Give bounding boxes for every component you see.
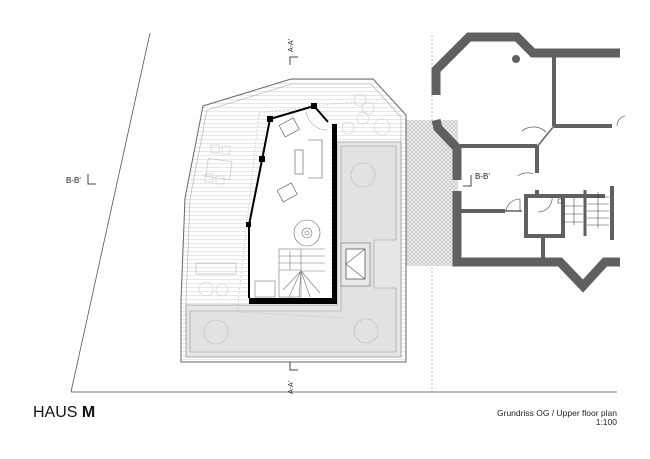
- section-label-bb-right: B-B': [475, 172, 490, 181]
- title-prefix: HAUS: [33, 404, 78, 421]
- existing-building: [431, 32, 620, 293]
- caption-description: Grundriss OG / Upper floor plan: [497, 408, 617, 418]
- caption-scale: 1:100: [595, 417, 617, 427]
- section-label-bb-left: B-B': [66, 176, 81, 185]
- section-label-aa-bottom: A-A': [288, 380, 295, 394]
- new-house: [246, 103, 337, 304]
- plot-boundary: [70, 32, 617, 393]
- section-markers: [87, 56, 472, 371]
- drawing-title: HAUS M: [33, 404, 95, 422]
- drawing-caption: Grundriss OG / Upper floor plan 1:100: [497, 409, 617, 427]
- section-label-aa-top: A-A': [288, 38, 295, 52]
- title-name: M: [81, 404, 96, 421]
